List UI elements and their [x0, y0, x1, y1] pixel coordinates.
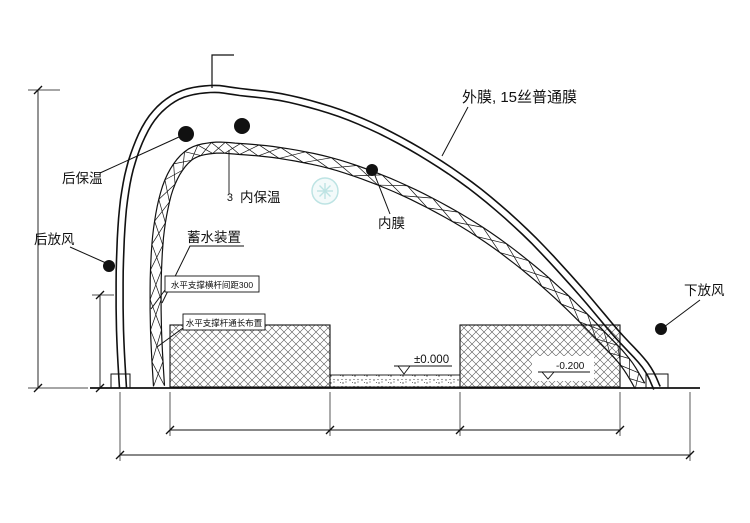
rear-insulation-dot: [178, 126, 194, 142]
leader-rear-vent: [69, 246, 107, 264]
structure-layer: [115, 84, 661, 390]
note-rod-box: [182, 313, 266, 331]
peak-corner-bracket: [211, 54, 234, 88]
dimension-lines: [28, 85, 695, 461]
truss-lattice: [149, 141, 645, 389]
outer-membrane-line: [115, 84, 661, 389]
leader-note-crossbar: [150, 289, 166, 310]
inner-film-dot: [366, 164, 378, 176]
insulation-dim-label: 3: [227, 192, 233, 204]
note-rod-text: 水平支撑杆通长布置: [186, 318, 263, 328]
note-crossbar-box: [164, 275, 260, 293]
lower-vent-dot: [655, 323, 667, 335]
text-labels: 外膜, 15丝普通膜 后保温 3 内保温 内膜 蓄水装置 后放风 下放风: [34, 89, 725, 298]
rear-vent-label: 后放风: [34, 232, 75, 247]
level-triangle-icon: [397, 365, 411, 375]
marker-dots: [103, 118, 667, 335]
leader-rear-insulation: [99, 136, 180, 174]
truss-inner-chord: [160, 152, 636, 390]
inner-insulation-label: 内保温: [240, 190, 281, 205]
leader-note-rod: [156, 327, 184, 348]
note-crossbar-text: 水平支撑横杆间距300: [171, 280, 253, 290]
leader-lower-vent: [663, 299, 701, 328]
elev-neg-label: -0.200: [556, 361, 585, 372]
center-floor-strip: [329, 374, 461, 388]
left-wall-block: [169, 324, 331, 388]
inner-insulation-dot: [234, 118, 250, 134]
elevation-neg-marker: -0.200: [532, 356, 594, 381]
level-triangle-icon: [541, 371, 555, 380]
leader-inner-film: [373, 172, 391, 215]
water-storage-label: 蓄水装置: [187, 230, 241, 245]
rear-vent-dot: [103, 260, 115, 272]
elevation-zero-marker: ±0.000: [394, 354, 452, 375]
inner-film-label: 内膜: [378, 216, 405, 231]
truss-outer-chord: [149, 141, 646, 387]
outer-film-label: 外膜, 15丝普通膜: [462, 89, 577, 106]
rear-insulation-label: 后保温: [62, 171, 103, 186]
lower-vent-label: 下放风: [684, 283, 725, 298]
outer-membrane-inner-line: [122, 91, 655, 390]
leader-outer-film: [441, 106, 469, 157]
dim-ticks: [33, 85, 695, 460]
elev-zero-label: ±0.000: [414, 354, 449, 366]
watermark-logo-icon: [311, 177, 339, 205]
